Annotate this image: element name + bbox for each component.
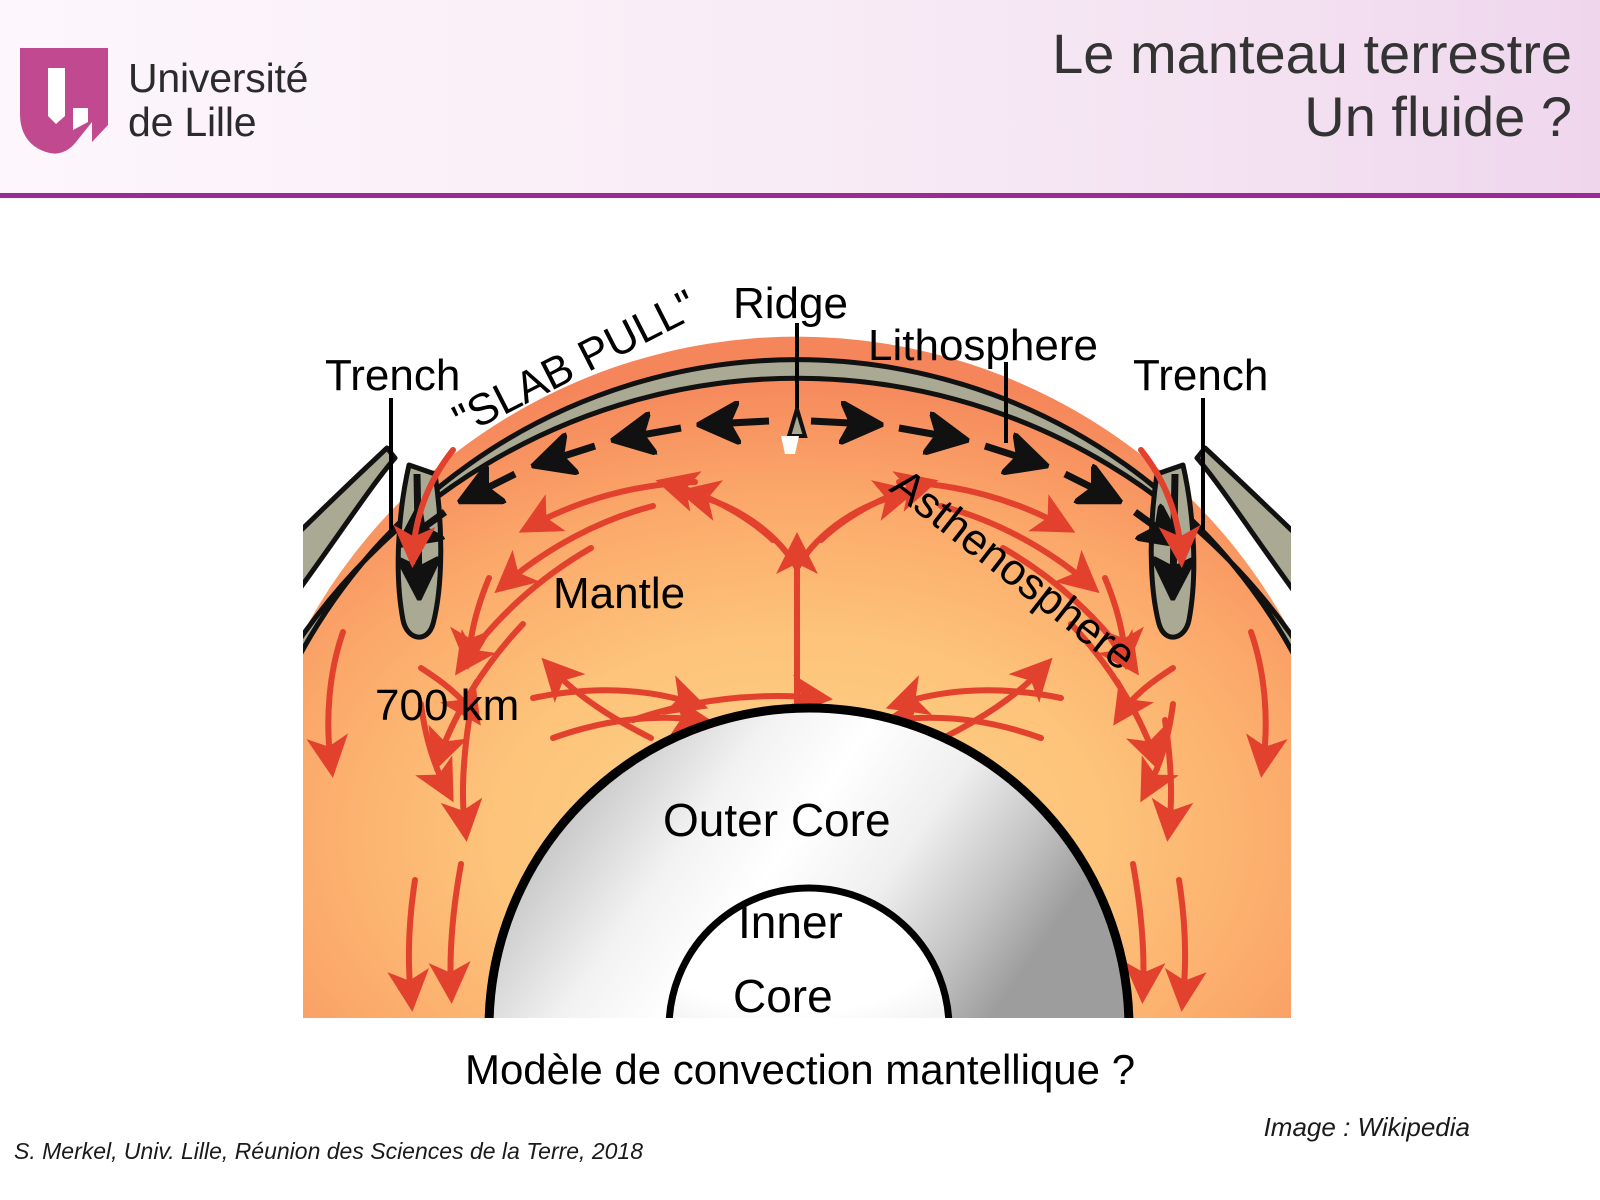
footer-image-source: Image : Wikipedia [1263, 1112, 1470, 1142]
slide-title-line-2: Un fluide ? [1304, 85, 1572, 149]
university-logo: Université de Lille [18, 46, 308, 156]
label-outer-core: Outer Core [663, 794, 891, 846]
inner-core [665, 884, 953, 1018]
slide-title: Le manteau terrestre Un fluide ? [1052, 22, 1572, 149]
header-divider [0, 193, 1600, 198]
label-lithosphere: Lithosphere [868, 321, 1098, 370]
label-mantle: Mantle [553, 569, 685, 618]
label-trench-right: Trench [1133, 351, 1268, 400]
convection-arrows [306, 447, 1288, 1012]
label-inner-core-line2: Core [733, 970, 833, 1018]
label-ridge: Ridge [733, 279, 848, 328]
footer-credit: S. Merkel, Univ. Lille, Réunion des Scie… [14, 1138, 643, 1164]
logo-line-1: Université [128, 55, 309, 102]
mantle-convection-diagram: Trench "SLAB PULL" Ridge Lithosphere Tre… [303, 268, 1291, 1018]
diagram-svg: Trench "SLAB PULL" Ridge Lithosphere Tre… [303, 279, 1291, 1018]
figure-caption: Modèle de convection mantellique ? [464, 1046, 1136, 1093]
slide-title-line-1: Le manteau terrestre [1052, 22, 1572, 85]
university-logo-text: Université de Lille [128, 55, 309, 145]
outer-core [484, 703, 1134, 1018]
page-header: Université de Lille Le manteau terrestre… [0, 0, 1600, 197]
label-inner-core-line1: Inner [738, 896, 843, 948]
leader-lines [389, 323, 1205, 530]
label-trench-left: Trench [325, 351, 460, 400]
logo-line-2: de Lille [128, 99, 257, 145]
university-shield-logo-icon [20, 48, 108, 154]
label-depth-700km: 700 km [375, 681, 519, 730]
